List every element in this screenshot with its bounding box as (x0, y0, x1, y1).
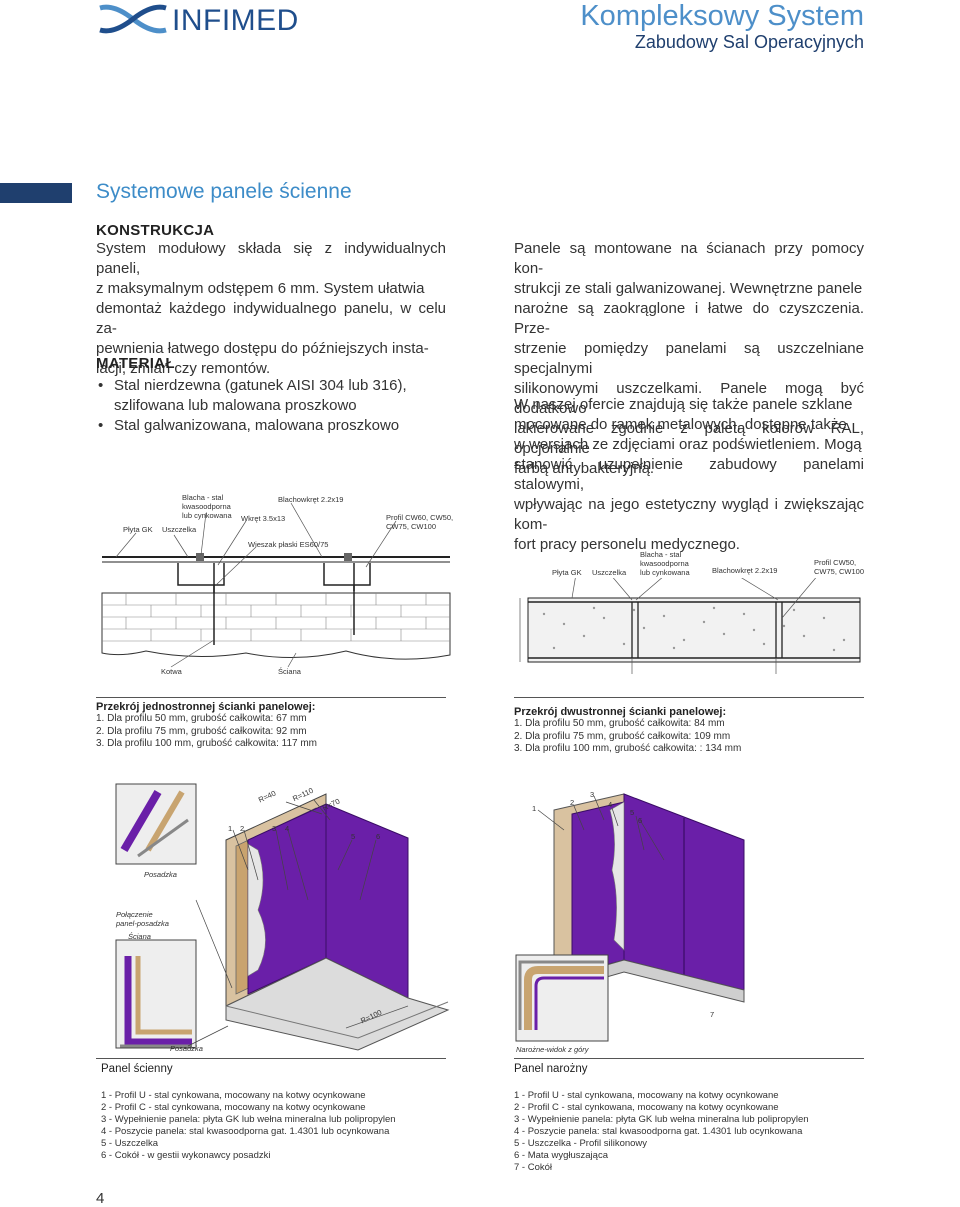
callout-number: 6 (376, 832, 381, 841)
material-item: • Stal galwanizowana, malowana proszkowo (98, 417, 400, 434)
callout-number: 5 (351, 832, 356, 841)
illustration-corner-panel: 1 2 3 4 5 6 7 Narożne-widok z góry (514, 790, 749, 1055)
right-paragraph-1: Panele są montowane na ścianach przy pom… (514, 240, 864, 477)
construction-body: System modułowy składa się z indywidualn… (96, 239, 446, 379)
material-list: • Stal nierdzewna (gatunek AISI 304 lub … (96, 376, 446, 436)
logo-text: INFIMED (172, 4, 299, 37)
legend-rule-left (96, 1058, 446, 1059)
callout-number: 6 (638, 816, 643, 825)
legend-item: 2 - Profil C - stal cynkowana, mocowany … (101, 1102, 366, 1113)
label-uszczelka: Uszczelka (592, 568, 627, 577)
label-blachowkret: Blachowkręt 2.2x19 (712, 566, 778, 575)
section-marker-bar (0, 183, 72, 203)
annotation-posadzka-bottom: Posadzka (170, 1044, 203, 1053)
cross-section-single-diagram: Blacha - stal kwasoodporna lub cynkowana… (96, 485, 456, 685)
corner-panel-3d-drawing (515, 793, 745, 1042)
wall-panel-3d-drawing (115, 783, 450, 1051)
legend-item: 4 - Poszycie panela: stal kwasoodporna g… (514, 1126, 803, 1137)
legend-item: 3 - Wypełnienie panela: płyta GK lub weł… (514, 1114, 809, 1125)
header-subtitle: Zabudowy Sal Operacyjnych (634, 32, 864, 52)
double-wall-section-drawing (519, 578, 861, 674)
callout-number: 1 (228, 824, 233, 833)
logo: INFIMED (96, 4, 316, 37)
legend-item: 4 - Poszycie panela: stal kwasoodporna g… (101, 1126, 390, 1137)
right-paragraph-2: W naszej ofercie znajdują się także pane… (514, 396, 864, 553)
label-profil: Profil CW50, CW75, CW100 (814, 558, 865, 576)
legend-item: 6 - Cokół - w gestii wykonawcy posadzki (101, 1150, 271, 1161)
panel-wall-title: Panel ścienny (101, 1063, 173, 1075)
caption-title: Przekrój dwustronnej ścianki panelowej: (514, 706, 727, 718)
infimed-logo-icon (99, 4, 167, 34)
construction-line: lacji, zmian czy remontów. (96, 360, 271, 377)
legend-item: 3 - Wypełnienie panela: płyta GK lub weł… (101, 1114, 396, 1125)
cross-section-double-diagram: Blacha - stal kwasoodporna lub cynkowana… (514, 548, 864, 688)
caption-title: Przekrój jednostronnej ścianki panelowej… (96, 701, 316, 713)
label-wieszak: Wieszak płaski ES60/75 (248, 540, 329, 549)
construction-heading: KONSTRUKCJA (96, 222, 215, 239)
callout-number: 2 (240, 824, 245, 833)
legend-item: 6 - Mata wygłuszająca (514, 1150, 608, 1161)
panel-corner-title: Panel narożny (514, 1063, 588, 1075)
bullet-dot-icon: • (98, 377, 104, 394)
bullet-dot-icon: • (98, 417, 104, 434)
label-plyta-gk: Płyta GK (552, 568, 582, 577)
caption-right: Przekrój dwustronnej ścianki panelowej: … (514, 706, 874, 756)
callout-number: 3 (590, 790, 595, 799)
legend-item: 5 - Uszczelka (101, 1138, 159, 1149)
annotation-sciana: Ściana (128, 932, 151, 941)
section-title: Systemowe panele ścienne (96, 180, 352, 203)
callout-number: 7 (710, 1010, 715, 1019)
caption-left: Przekrój jednostronnej ścianki panelowej… (96, 701, 456, 751)
annotation-posadzka: Posadzka (144, 870, 177, 879)
material-heading: MATERIAŁ (96, 355, 175, 372)
callout-number: 3 (272, 824, 277, 833)
legend-rule-right (514, 1058, 864, 1059)
single-wall-section-drawing (101, 502, 451, 668)
callout-number: 4 (285, 824, 290, 833)
legend-item: 1 - Profil U - stal cynkowana, mocowany … (101, 1090, 366, 1101)
construction-line: z maksymalnym odstępem 6 mm. System ułat… (96, 280, 425, 297)
construction-line: demontaż każdego indywidualnego panelu, … (96, 300, 446, 337)
caption-rule-left (96, 697, 446, 698)
annotation-polaczenie: Połączenie panel-posadzka (116, 910, 169, 928)
label-kotwa: Kotwa (161, 667, 182, 676)
material-item: • Stal nierdzewna (gatunek AISI 304 lub … (98, 377, 407, 414)
callout-number: 2 (570, 798, 575, 807)
legend-item: 7 - Cokół (514, 1162, 553, 1173)
label-wkret: Wkręt 3.5x13 (241, 514, 286, 523)
legend-item: 1 - Profil U - stal cynkowana, mocowany … (514, 1090, 779, 1101)
illustration-wall-panel: Posadzka Połączenie panel-posadzka Ścian… (108, 780, 453, 1055)
header-title: Kompleksowy System (580, 0, 864, 32)
label-blachowkret: Blachowkręt 2.2x19 (278, 495, 344, 504)
label-blacha: Blacha - stal kwasoodporna lub cynkowana (640, 550, 690, 577)
panel-wall-legend: 1 - Profil U - stal cynkowana, mocowany … (101, 1090, 461, 1162)
label-plyta-gk: Płyta GK (123, 525, 153, 534)
label-uszczelka: Uszczelka (162, 525, 197, 534)
label-blacha: Blacha - stal kwasoodporna lub cynkowana (182, 493, 232, 520)
panel-corner-legend: 1 - Profil U - stal cynkowana, mocowany … (514, 1090, 874, 1174)
label-profil: Profil CW60, CW50, CW75, CW100 (386, 513, 454, 531)
caption-rule-right (514, 697, 864, 698)
annotation-corner-top-view: Narożne-widok z góry (516, 1045, 589, 1054)
construction-line: pewnienia łatwego dostępu do późniejszyc… (96, 340, 429, 357)
callout-number: 1 (532, 804, 537, 813)
page-number: 4 (96, 1190, 105, 1207)
legend-item: 5 - Uszczelka - Profil silikonowy (514, 1138, 648, 1149)
legend-item: 2 - Profil C - stal cynkowana, mocowany … (514, 1102, 779, 1113)
callout-number: 5 (630, 808, 635, 817)
construction-line: System modułowy składa się z indywidualn… (96, 240, 446, 277)
label-sciana: Ściana (278, 667, 301, 676)
callout-number: 4 (608, 800, 613, 809)
